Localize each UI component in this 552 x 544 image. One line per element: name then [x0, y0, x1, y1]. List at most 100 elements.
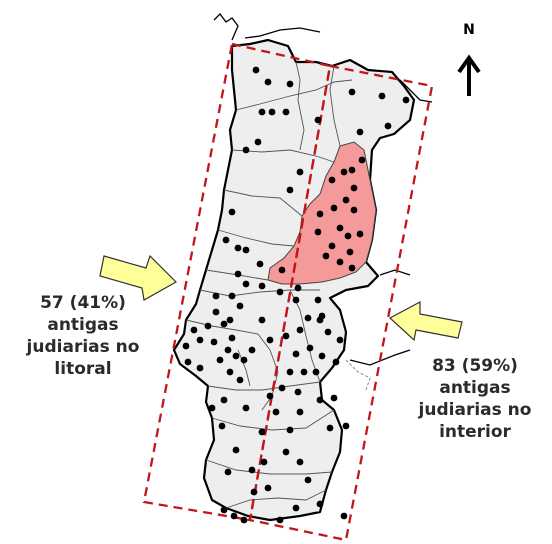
judiaria-dot: [304, 476, 312, 484]
judiaria-dot: [224, 346, 232, 354]
judiaria-dot: [350, 206, 358, 214]
judiaria-dot: [232, 446, 240, 454]
judiaria-dot: [312, 368, 320, 376]
judiaria-dot: [316, 210, 324, 218]
district-boundaries: [185, 61, 353, 509]
judiaria-dot: [296, 168, 304, 176]
judiaria-dot: [292, 296, 300, 304]
judiaria-dot: [276, 288, 284, 296]
judiaria-dot: [240, 356, 248, 364]
judiaria-dot: [236, 302, 244, 310]
judiaria-dot: [234, 270, 242, 278]
judiaria-dot: [378, 92, 386, 100]
judiaria-dot: [230, 512, 238, 520]
judiaria-dot: [184, 358, 192, 366]
judiaria-dot: [250, 488, 258, 496]
spain-border-line: [213, 13, 433, 366]
judiaria-dot: [316, 500, 324, 508]
judiaria-dot: [318, 352, 326, 360]
judiaria-dot: [272, 408, 280, 416]
judiaria-dot: [234, 244, 242, 252]
judiaria-dot: [216, 356, 224, 364]
judiaria-dot: [336, 224, 344, 232]
judiaria-dot: [336, 258, 344, 266]
judiaria-dot: [330, 394, 338, 402]
judiaria-dot: [328, 242, 336, 250]
judiaria-dot: [204, 322, 212, 330]
judiaria-dot: [294, 388, 302, 396]
judiaria-dot: [286, 368, 294, 376]
judiaria-dot: [348, 264, 356, 272]
judiaria-dots: [182, 66, 410, 524]
judiaria-dot: [314, 116, 322, 124]
interior-text-1: antigas: [439, 378, 511, 398]
yellow-arrow-icon: [388, 301, 463, 342]
judiaria-dot: [248, 346, 256, 354]
judiaria-dot: [306, 344, 314, 352]
judiaria-dot: [196, 364, 204, 372]
judiaria-dot: [242, 404, 250, 412]
judiaria-dot: [228, 292, 236, 300]
judiaria-dot: [324, 328, 332, 336]
judiaria-dot: [286, 186, 294, 194]
coastal-text-1: antigas: [47, 315, 119, 335]
judiaria-dot: [196, 336, 204, 344]
judiaria-dot: [316, 316, 324, 324]
judiaria-dot: [226, 316, 234, 324]
judiaria-dot: [228, 334, 236, 342]
judiaria-dot: [350, 184, 358, 192]
judiaria-dot: [190, 326, 198, 334]
judiaria-dot: [296, 458, 304, 466]
judiaria-dot: [316, 396, 324, 404]
judiaria-dot: [296, 408, 304, 416]
judiaria-dot: [258, 282, 266, 290]
judiaria-dot: [240, 516, 248, 524]
judiaria-dot: [260, 458, 268, 466]
judiaria-dot: [402, 96, 410, 104]
judiaria-dot: [212, 292, 220, 300]
judiaria-dot: [278, 266, 286, 274]
interior-label: 83 (59%) antigas judiarias no interior: [400, 355, 550, 443]
judiaria-dot: [232, 352, 240, 360]
judiaria-dot: [344, 232, 352, 240]
judiaria-dot: [336, 336, 344, 344]
coastal-label: 57 (41%) antigas judiarias no litoral: [8, 292, 158, 380]
yellow-arrow-icon: [99, 254, 177, 301]
interior-count: 83 (59%): [432, 356, 518, 376]
judiaria-dot: [220, 506, 228, 514]
river-line: [345, 359, 371, 391]
judiaria-dot: [208, 404, 216, 412]
coastal-text-3: litoral: [54, 359, 112, 379]
judiaria-dot: [314, 296, 322, 304]
interior-text-3: interior: [439, 422, 511, 442]
judiaria-dot: [328, 176, 336, 184]
judiaria-dot: [236, 376, 244, 384]
judiaria-dot: [226, 368, 234, 376]
judiaria-dot: [322, 252, 330, 260]
judiaria-dot: [286, 426, 294, 434]
judiaria-dot: [210, 338, 218, 346]
judiaria-dot: [252, 66, 260, 74]
judiaria-dot: [340, 512, 348, 520]
judiaria-dot: [212, 308, 220, 316]
judiaria-dot: [258, 316, 266, 324]
interior-dashed-box: [248, 64, 434, 542]
judiaria-dot: [292, 350, 300, 358]
judiaria-dot: [264, 484, 272, 492]
judiaria-dot: [332, 358, 340, 366]
judiaria-dot: [342, 422, 350, 430]
judiaria-dot: [358, 156, 366, 164]
judiaria-dot: [282, 332, 290, 340]
judiaria-dot: [342, 196, 350, 204]
judiaria-dot: [264, 78, 272, 86]
judiaria-dot: [304, 314, 312, 322]
judiaria-dot: [258, 428, 266, 436]
judiaria-dot: [340, 168, 348, 176]
judiaria-dot: [296, 326, 304, 334]
coastal-text-2: judiarias no: [26, 337, 140, 357]
judiaria-dot: [258, 108, 266, 116]
judiaria-dot: [266, 336, 274, 344]
judiaria-dot: [282, 108, 290, 116]
judiaria-dot: [346, 248, 354, 256]
